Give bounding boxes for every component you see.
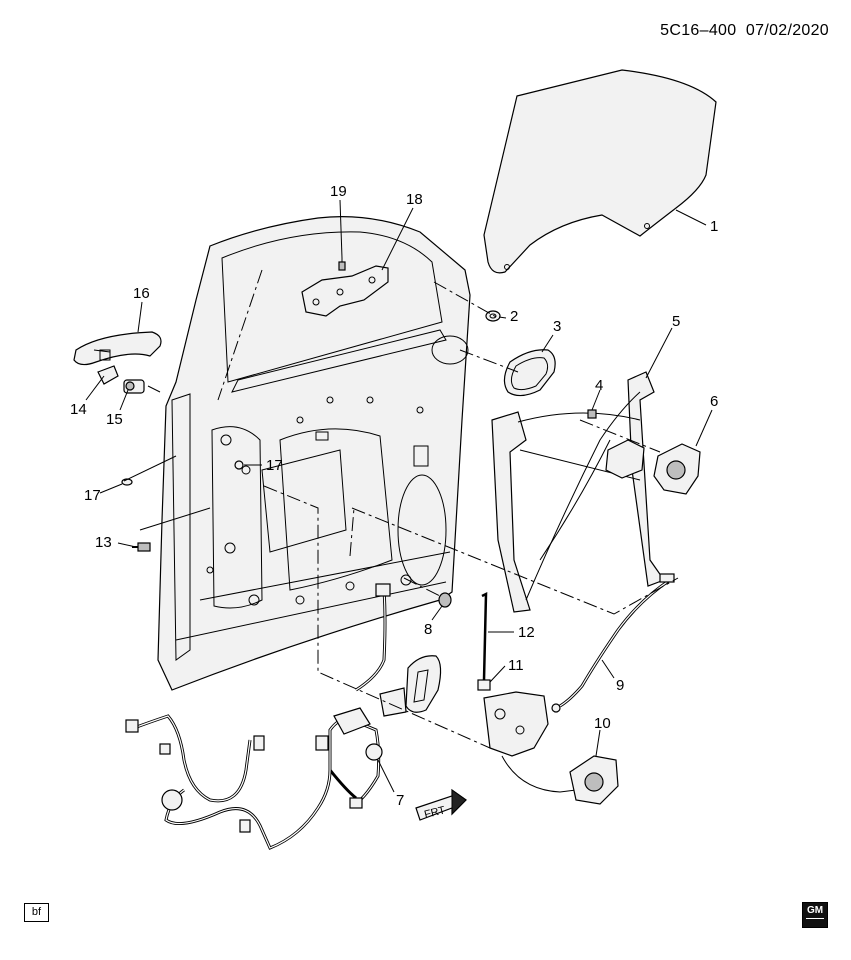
callout-12: 12 bbox=[518, 624, 535, 641]
lock-rod-part bbox=[481, 591, 488, 681]
inside-handle-part bbox=[405, 655, 442, 713]
callout-11: 11 bbox=[508, 657, 524, 674]
callout-7: 7 bbox=[396, 792, 404, 809]
phantom-lines bbox=[217, 269, 679, 749]
gm-logo-underline bbox=[806, 918, 824, 919]
window-motor-part bbox=[605, 439, 701, 495]
front-arrow-label: FRT bbox=[423, 804, 447, 821]
callout-10: 10 bbox=[594, 715, 611, 732]
callout-2: 2 bbox=[510, 308, 518, 325]
callout-16: 16 bbox=[133, 285, 150, 302]
diagram-date: 07/02/2020 bbox=[745, 22, 829, 39]
window-glass-part bbox=[483, 69, 717, 274]
bracket-bolt-part bbox=[338, 258, 346, 271]
callout-13: 13 bbox=[95, 534, 112, 551]
callout-1: 1 bbox=[710, 218, 718, 235]
window-regulator-part bbox=[491, 371, 665, 613]
door-latch-part bbox=[483, 691, 577, 793]
regulator-bolt-part bbox=[587, 409, 597, 419]
front-direction-arrow: FRT bbox=[415, 788, 467, 821]
callout-14: 14 bbox=[70, 401, 87, 418]
callout-9: 9 bbox=[616, 677, 624, 694]
callout-labels: 1 2 3 4 5 6 7 8 9 10 11 12 13 14 15 16 1… bbox=[70, 183, 718, 809]
rod-clip-part bbox=[477, 679, 491, 691]
outside-handle-part bbox=[73, 331, 162, 366]
handle-cap-part bbox=[97, 365, 119, 385]
gm-logo-text: GM bbox=[806, 905, 824, 916]
callout-5: 5 bbox=[672, 313, 680, 330]
gm-logo: GM bbox=[802, 902, 828, 928]
diagram-code: 5C16–400 bbox=[660, 22, 737, 39]
callout-17-right: 17 bbox=[266, 457, 283, 474]
callout-4: 4 bbox=[595, 377, 603, 394]
door-inner-panel bbox=[157, 216, 471, 691]
lock-actuator-part bbox=[569, 755, 619, 805]
callout-leaders bbox=[85, 199, 713, 793]
door-wiring-harness-part bbox=[125, 583, 407, 850]
callout-3: 3 bbox=[553, 318, 561, 335]
footer-box-label: bf bbox=[24, 903, 49, 922]
control-cable-part bbox=[551, 573, 675, 713]
callout-6: 6 bbox=[710, 393, 718, 410]
handle-bracket-part bbox=[301, 265, 389, 317]
callout-17-left: 17 bbox=[84, 487, 101, 504]
callout-18: 18 bbox=[406, 191, 423, 208]
door-seal-part bbox=[503, 349, 556, 397]
callout-15: 15 bbox=[106, 411, 123, 428]
callout-8: 8 bbox=[424, 621, 432, 638]
lock-cylinder-part bbox=[123, 379, 145, 394]
door-plug-part-right bbox=[234, 460, 244, 470]
callout-19: 19 bbox=[330, 183, 347, 200]
access-plug-part bbox=[438, 592, 452, 608]
diagram-header: 5C16–400 07/02/2020 bbox=[660, 22, 829, 40]
